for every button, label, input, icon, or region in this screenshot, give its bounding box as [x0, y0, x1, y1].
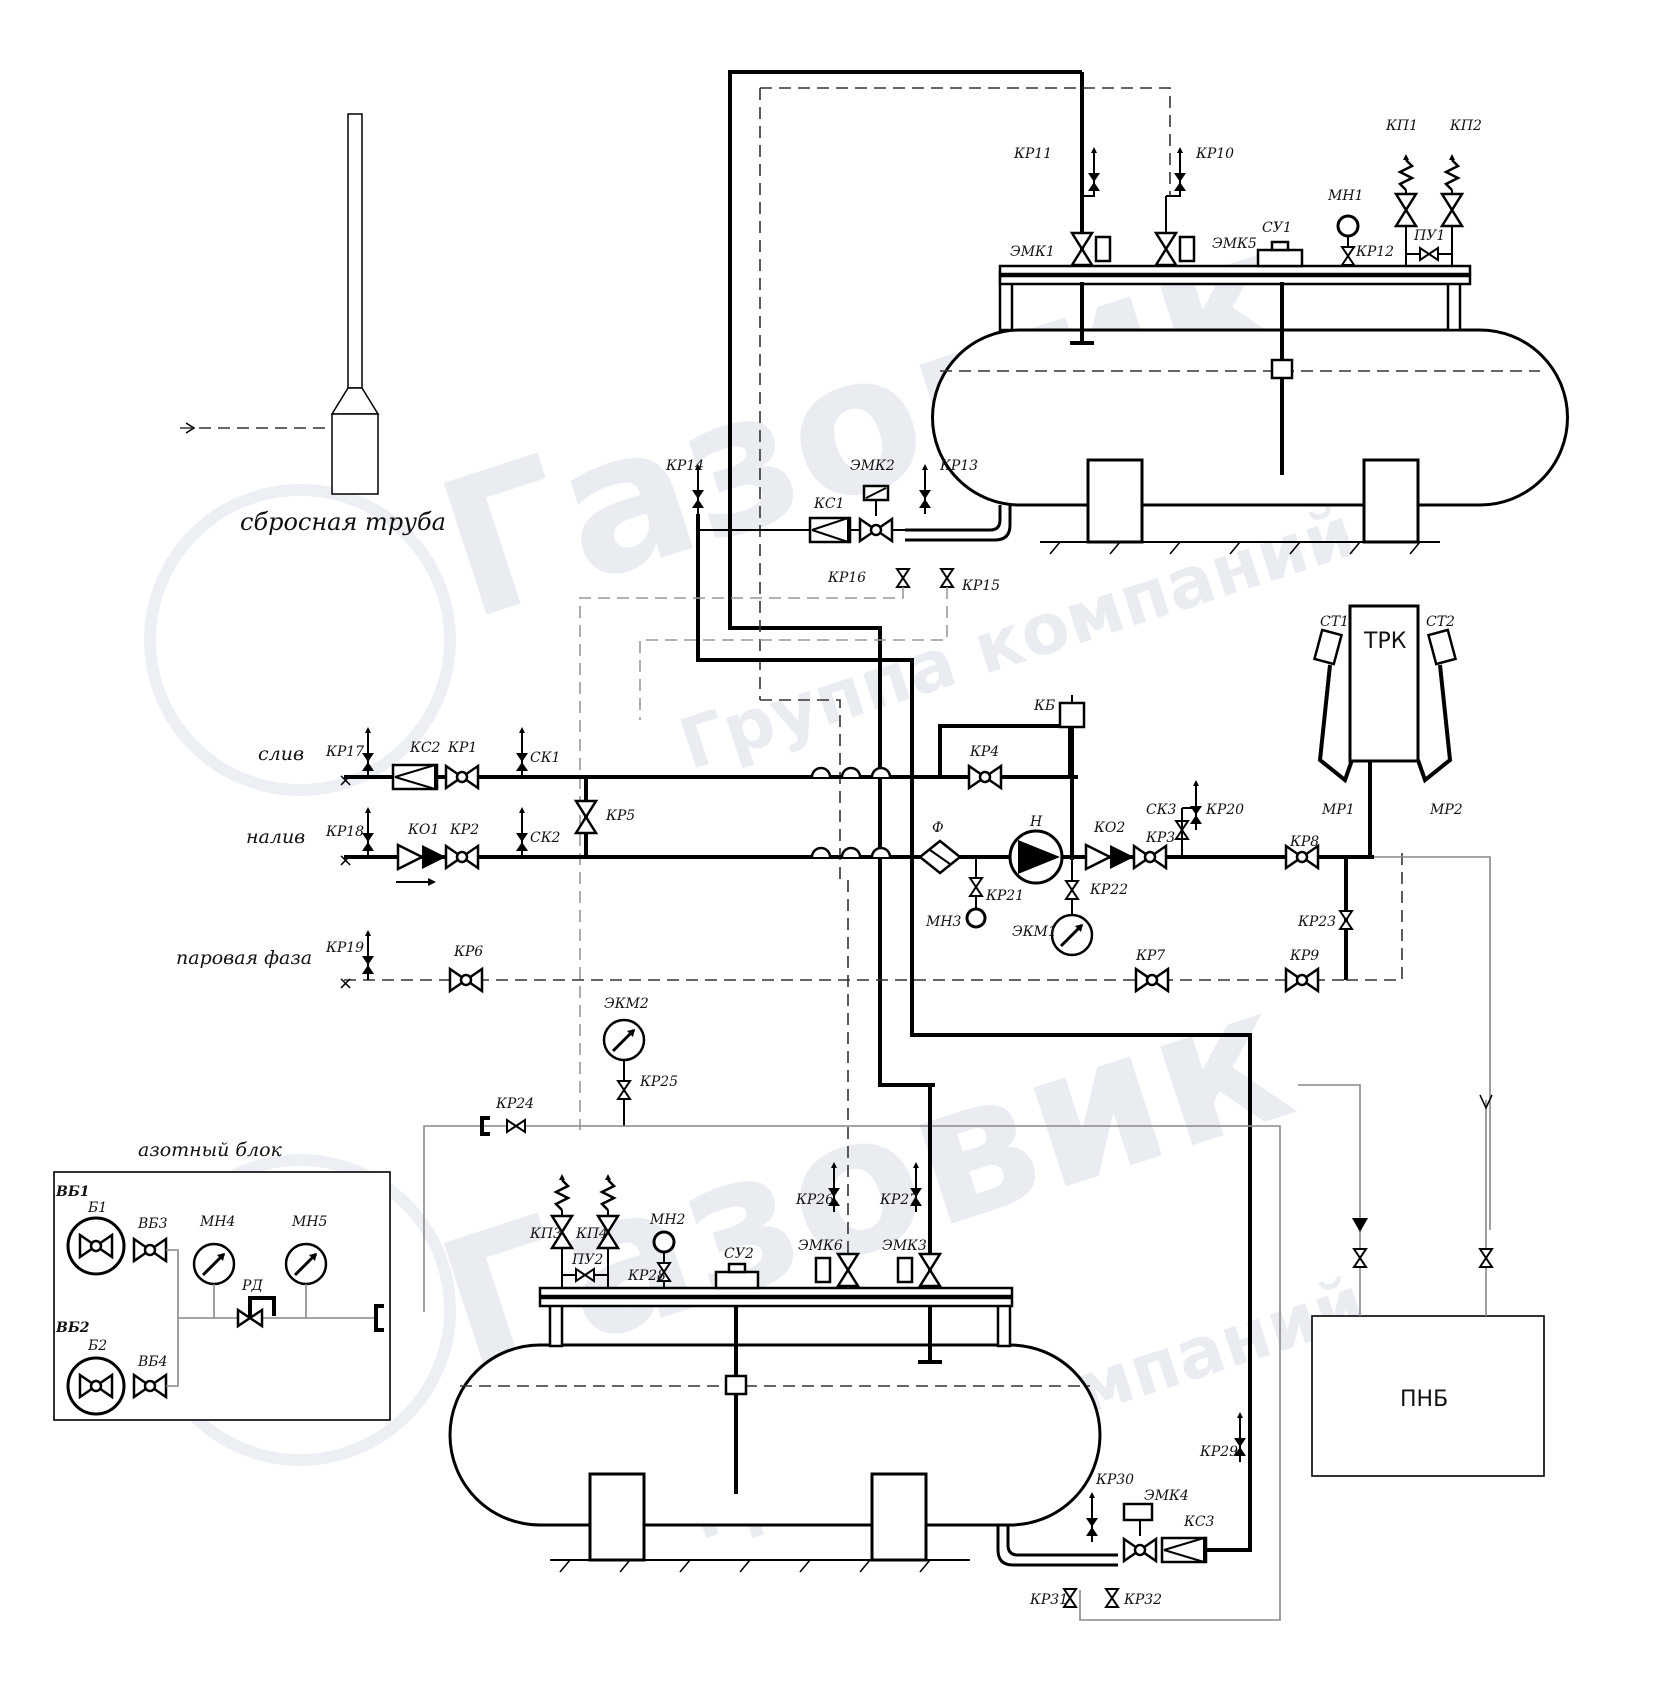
manifold: × × ×	[338, 695, 1491, 1230]
mr2-label: МР2	[1429, 802, 1463, 818]
kr20-label: КР20	[1205, 802, 1244, 818]
upper-piping	[579, 70, 1252, 1552]
kp2-label: КП2	[1449, 118, 1482, 134]
kr24-label: КР24	[495, 1096, 534, 1112]
vapor-phase-label: паровая фаза	[176, 947, 312, 969]
mr1-label: МР1	[1321, 802, 1355, 818]
kr12-label: КР12	[1355, 244, 1394, 260]
ko2-label: КО2	[1093, 820, 1125, 836]
pu2-label: ПУ2	[571, 1252, 603, 1268]
kr25-label: КР25	[639, 1074, 678, 1090]
emk4-label: ЭМК4	[1144, 1488, 1189, 1504]
b2-label: Б2	[87, 1338, 107, 1354]
f-label: Ф	[932, 820, 944, 836]
kr10-label: КР10	[1195, 146, 1234, 162]
mn2-label: МН2	[649, 1212, 686, 1228]
svg-text:×: ×	[338, 770, 353, 791]
vent-pipe-label: сбросная труба	[240, 508, 446, 536]
kr21-label: КР21	[985, 888, 1024, 904]
trk-label: ТРК	[1363, 629, 1407, 654]
kr16-label: КР16	[827, 570, 866, 586]
su1-label: СУ1	[1262, 220, 1292, 236]
emk6-label: ЭМК6	[798, 1238, 843, 1254]
kr3-label: КР3	[1145, 830, 1175, 846]
ks1-label: КС1	[813, 496, 844, 512]
nitrogen-line	[423, 1018, 1281, 1621]
kr27-label: КР27	[879, 1192, 918, 1208]
kr2-label: КР2	[449, 822, 479, 838]
emk3-label: ЭМК3	[882, 1238, 927, 1254]
sk3-label: СК3	[1146, 802, 1177, 818]
pu1-label: ПУ1	[1413, 228, 1445, 244]
kr29-label: КР29	[1199, 1444, 1238, 1460]
fill-label: налив	[246, 826, 305, 848]
kb-label: КБ	[1033, 698, 1055, 714]
kp4-label: КП4	[575, 1226, 608, 1242]
st2-label: СТ2	[1426, 614, 1455, 630]
vent-pipe: сбросная труба	[180, 113, 446, 536]
kp3-label: КП3	[529, 1226, 562, 1242]
kr28-label: КР28	[627, 1268, 666, 1284]
kr17-label: КР17	[325, 744, 364, 760]
top-tank	[905, 72, 1569, 555]
b1-label: Б1	[87, 1200, 107, 1216]
kr5-label: КР5	[605, 808, 635, 824]
kr11-label: КР11	[1013, 146, 1052, 162]
kr23-label: КР23	[1297, 914, 1336, 930]
kr30-label: КР30	[1095, 1472, 1134, 1488]
vb3-label: ВБ3	[137, 1216, 168, 1232]
mn5-label: МН5	[291, 1214, 328, 1230]
n-label: Н	[1029, 814, 1043, 830]
sk1-label: СК1	[530, 750, 560, 766]
pnb-block	[1298, 1084, 1545, 1477]
kr9-label: КР9	[1289, 948, 1319, 964]
kr13-label: КР13	[939, 458, 978, 474]
kr1-label: КР1	[447, 740, 477, 756]
vb4-label: ВБ4	[137, 1354, 167, 1370]
bottom-tank	[448, 880, 1247, 1608]
kr4-label: КР4	[969, 744, 999, 760]
ks3-label: КС3	[1183, 1514, 1215, 1530]
kr6-label: КР6	[453, 944, 483, 960]
kr14-label: КР14	[665, 458, 704, 474]
kr26-label: КР26	[795, 1192, 834, 1208]
su2-label: СУ2	[724, 1246, 754, 1262]
ekm2-label: ЭКМ2	[604, 996, 649, 1012]
dispenser-trk	[1312, 604, 1458, 784]
nitrogen-block-label: азотный блок	[138, 1139, 283, 1161]
drain-label: слив	[258, 743, 304, 765]
nitrogen-block	[53, 1171, 391, 1421]
emk2-label: ЭМК2	[850, 458, 895, 474]
st1-label: СТ1	[1320, 614, 1349, 630]
emk5-label: ЭМК5	[1212, 236, 1257, 252]
mn1-label: МН1	[1327, 188, 1363, 204]
kr19-label: КР19	[325, 940, 364, 956]
vb2-label: ВБ2	[55, 1320, 90, 1336]
rd-label: РД	[241, 1278, 263, 1294]
kr31-label: КР31	[1029, 1592, 1068, 1608]
mn3-label: МН3	[925, 914, 962, 930]
pnb-label: ПНБ	[1400, 1387, 1448, 1412]
ko1-label: КО1	[407, 822, 439, 838]
mn4-label: МН4	[199, 1214, 235, 1230]
emk1-label: ЭМК1	[1010, 244, 1055, 260]
kr8-label: КР8	[1289, 834, 1319, 850]
vb1-label: ВБ1	[55, 1184, 90, 1200]
kr7-label: КР7	[1135, 948, 1165, 964]
sk2-label: СК2	[530, 830, 561, 846]
kr22-label: КР22	[1089, 882, 1128, 898]
svg-text:×: ×	[338, 850, 353, 871]
kr32-label: КР32	[1123, 1592, 1162, 1608]
labels: слив налив паровая фаза азотный блок ПНБ…	[55, 118, 1482, 1608]
kr15-label: КР15	[961, 578, 1000, 594]
ekm1-label: ЭКМ1	[1012, 924, 1057, 940]
kr18-label: КР18	[325, 824, 364, 840]
svg-text:×: ×	[338, 973, 353, 994]
ks2-label: КС2	[409, 740, 441, 756]
kp1-label: КП1	[1385, 118, 1418, 134]
